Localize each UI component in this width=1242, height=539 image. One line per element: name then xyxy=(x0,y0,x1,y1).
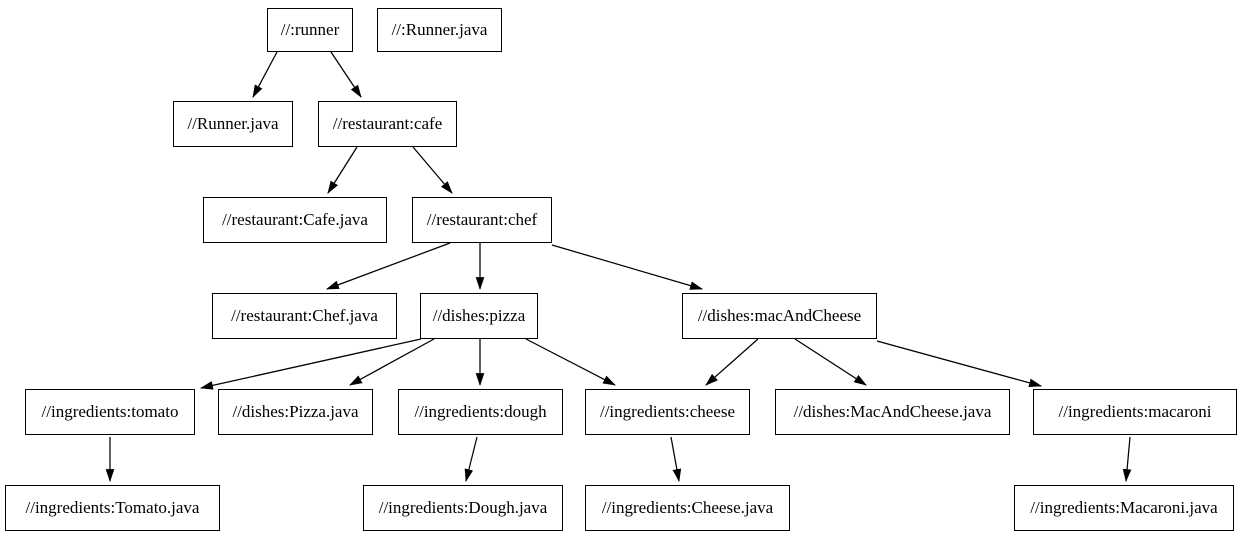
node-label: //ingredients:Tomato.java xyxy=(25,498,200,517)
edge-macandcheese-to-cheese xyxy=(705,338,759,386)
graph-node-tomato: //ingredients:tomato xyxy=(25,389,195,435)
node-label: //ingredients:cheese xyxy=(599,402,735,421)
node-label: //ingredients:tomato xyxy=(41,402,179,421)
node-label: //restaurant:chef xyxy=(426,210,538,229)
edge-chef-to-macandcheese xyxy=(551,244,704,290)
node-label: //restaurant:cafe xyxy=(332,114,443,133)
graph-node-cheese-java: //ingredients:Cheese.java xyxy=(585,485,790,531)
node-label: //Runner.java xyxy=(187,114,279,133)
graph-node-runner: //:runner xyxy=(267,8,353,52)
edge-chef-to-chef-java xyxy=(325,242,451,290)
edge-macandcheese-to-macandcheese-java xyxy=(794,338,867,386)
node-label: //restaurant:Chef.java xyxy=(231,306,378,325)
graph-node-chef-java: //restaurant:Chef.java xyxy=(212,293,397,339)
graph-node-macaroni-java: //ingredients:Macaroni.java xyxy=(1014,485,1234,531)
edge-pizza-to-tomato xyxy=(199,338,422,390)
node-label: //:Runner.java xyxy=(391,20,488,39)
graph-node-macaroni: //ingredients:macaroni xyxy=(1033,389,1237,435)
node-label: //dishes:pizza xyxy=(432,306,526,325)
edge-runner-to-runner-java xyxy=(252,51,278,98)
edge-macandcheese-to-macaroni xyxy=(876,340,1043,388)
graph-node-runner-java: //Runner.java xyxy=(173,101,293,147)
edge-dough-to-dough-java xyxy=(464,436,478,483)
graph-node-cheese: //ingredients:cheese xyxy=(585,389,750,435)
graph-node-macandcheese-java: //dishes:MacAndCheese.java xyxy=(775,389,1010,435)
edge-pizza-to-pizza-java xyxy=(349,338,435,386)
node-label: //dishes:MacAndCheese.java xyxy=(793,402,992,421)
node-label: //ingredients:macaroni xyxy=(1058,402,1212,421)
node-label: //restaurant:Cafe.java xyxy=(222,210,368,229)
node-label: //:runner xyxy=(280,20,340,39)
graph-node-runner-java-root: //:Runner.java xyxy=(377,8,502,52)
edge-runner-to-cafe xyxy=(330,51,362,98)
node-label: //dishes:macAndCheese xyxy=(697,306,862,325)
edge-cafe-to-chef xyxy=(412,146,453,194)
graph-node-tomato-java: //ingredients:Tomato.java xyxy=(5,485,220,531)
graph-node-dough: //ingredients:dough xyxy=(398,389,563,435)
node-label: //dishes:Pizza.java xyxy=(232,402,359,421)
node-label: //ingredients:Dough.java xyxy=(378,498,548,517)
graph-node-cafe-java: //restaurant:Cafe.java xyxy=(203,197,387,243)
edge-cheese-to-cheese-java xyxy=(670,436,682,483)
edge-cafe-to-cafe-java xyxy=(327,146,358,194)
node-label: //ingredients:Cheese.java xyxy=(601,498,774,517)
edge-pizza-to-cheese xyxy=(525,338,616,386)
graph-node-pizza: //dishes:pizza xyxy=(420,293,538,339)
edge-macaroni-to-macaroni-java xyxy=(1122,436,1132,483)
graph-node-dough-java: //ingredients:Dough.java xyxy=(363,485,563,531)
graph-node-chef: //restaurant:chef xyxy=(412,197,552,243)
graph-node-pizza-java: //dishes:Pizza.java xyxy=(218,389,373,435)
node-label: //ingredients:Macaroni.java xyxy=(1030,498,1218,517)
graph-node-macandcheese: //dishes:macAndCheese xyxy=(682,293,877,339)
node-label: //ingredients:dough xyxy=(414,402,547,421)
graph-node-cafe: //restaurant:cafe xyxy=(318,101,457,147)
